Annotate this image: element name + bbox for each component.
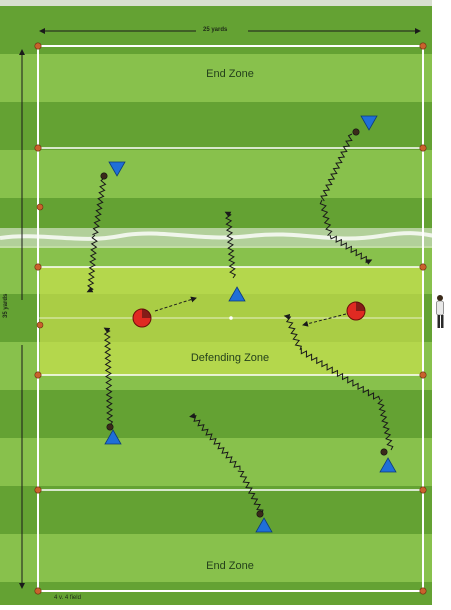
top-frame	[0, 0, 451, 6]
orange-cone-icon	[37, 322, 43, 328]
orange-cone-icon	[420, 588, 426, 594]
grass-stripe	[0, 390, 451, 438]
ball-icon	[101, 173, 107, 179]
length-dimension-label: 35 yards	[3, 294, 9, 318]
orange-cone-icon	[420, 487, 426, 493]
orange-cone-icon	[35, 145, 41, 151]
defending-zone-label: Defending Zone	[160, 352, 300, 364]
top-end-zone-label: End Zone	[180, 68, 280, 80]
orange-cone-icon	[35, 372, 41, 378]
orange-cone-icon	[35, 264, 41, 270]
grass-stripe	[0, 534, 451, 582]
center-spot	[229, 316, 233, 320]
orange-cone-icon	[420, 372, 426, 378]
grass-stripe	[0, 150, 451, 198]
grass-stripe	[0, 102, 451, 150]
bottom-end-zone-label: End Zone	[180, 560, 280, 572]
ball-icon	[107, 424, 113, 430]
orange-cone-icon	[420, 43, 426, 49]
width-dimension-label: 25 yards	[203, 27, 227, 33]
grass-stripe	[0, 438, 451, 486]
ball-icon	[381, 449, 387, 455]
orange-cone-icon	[37, 204, 43, 210]
orange-cone-icon	[35, 43, 41, 49]
grass-stripe	[0, 486, 451, 534]
orange-cone-icon	[420, 145, 426, 151]
ball-icon	[353, 129, 359, 135]
orange-cone-icon	[35, 487, 41, 493]
orange-cone-icon	[420, 264, 426, 270]
field-caption: 4 v. 4 field	[54, 595, 81, 601]
ball-icon	[257, 511, 263, 517]
orange-cone-icon	[35, 588, 41, 594]
